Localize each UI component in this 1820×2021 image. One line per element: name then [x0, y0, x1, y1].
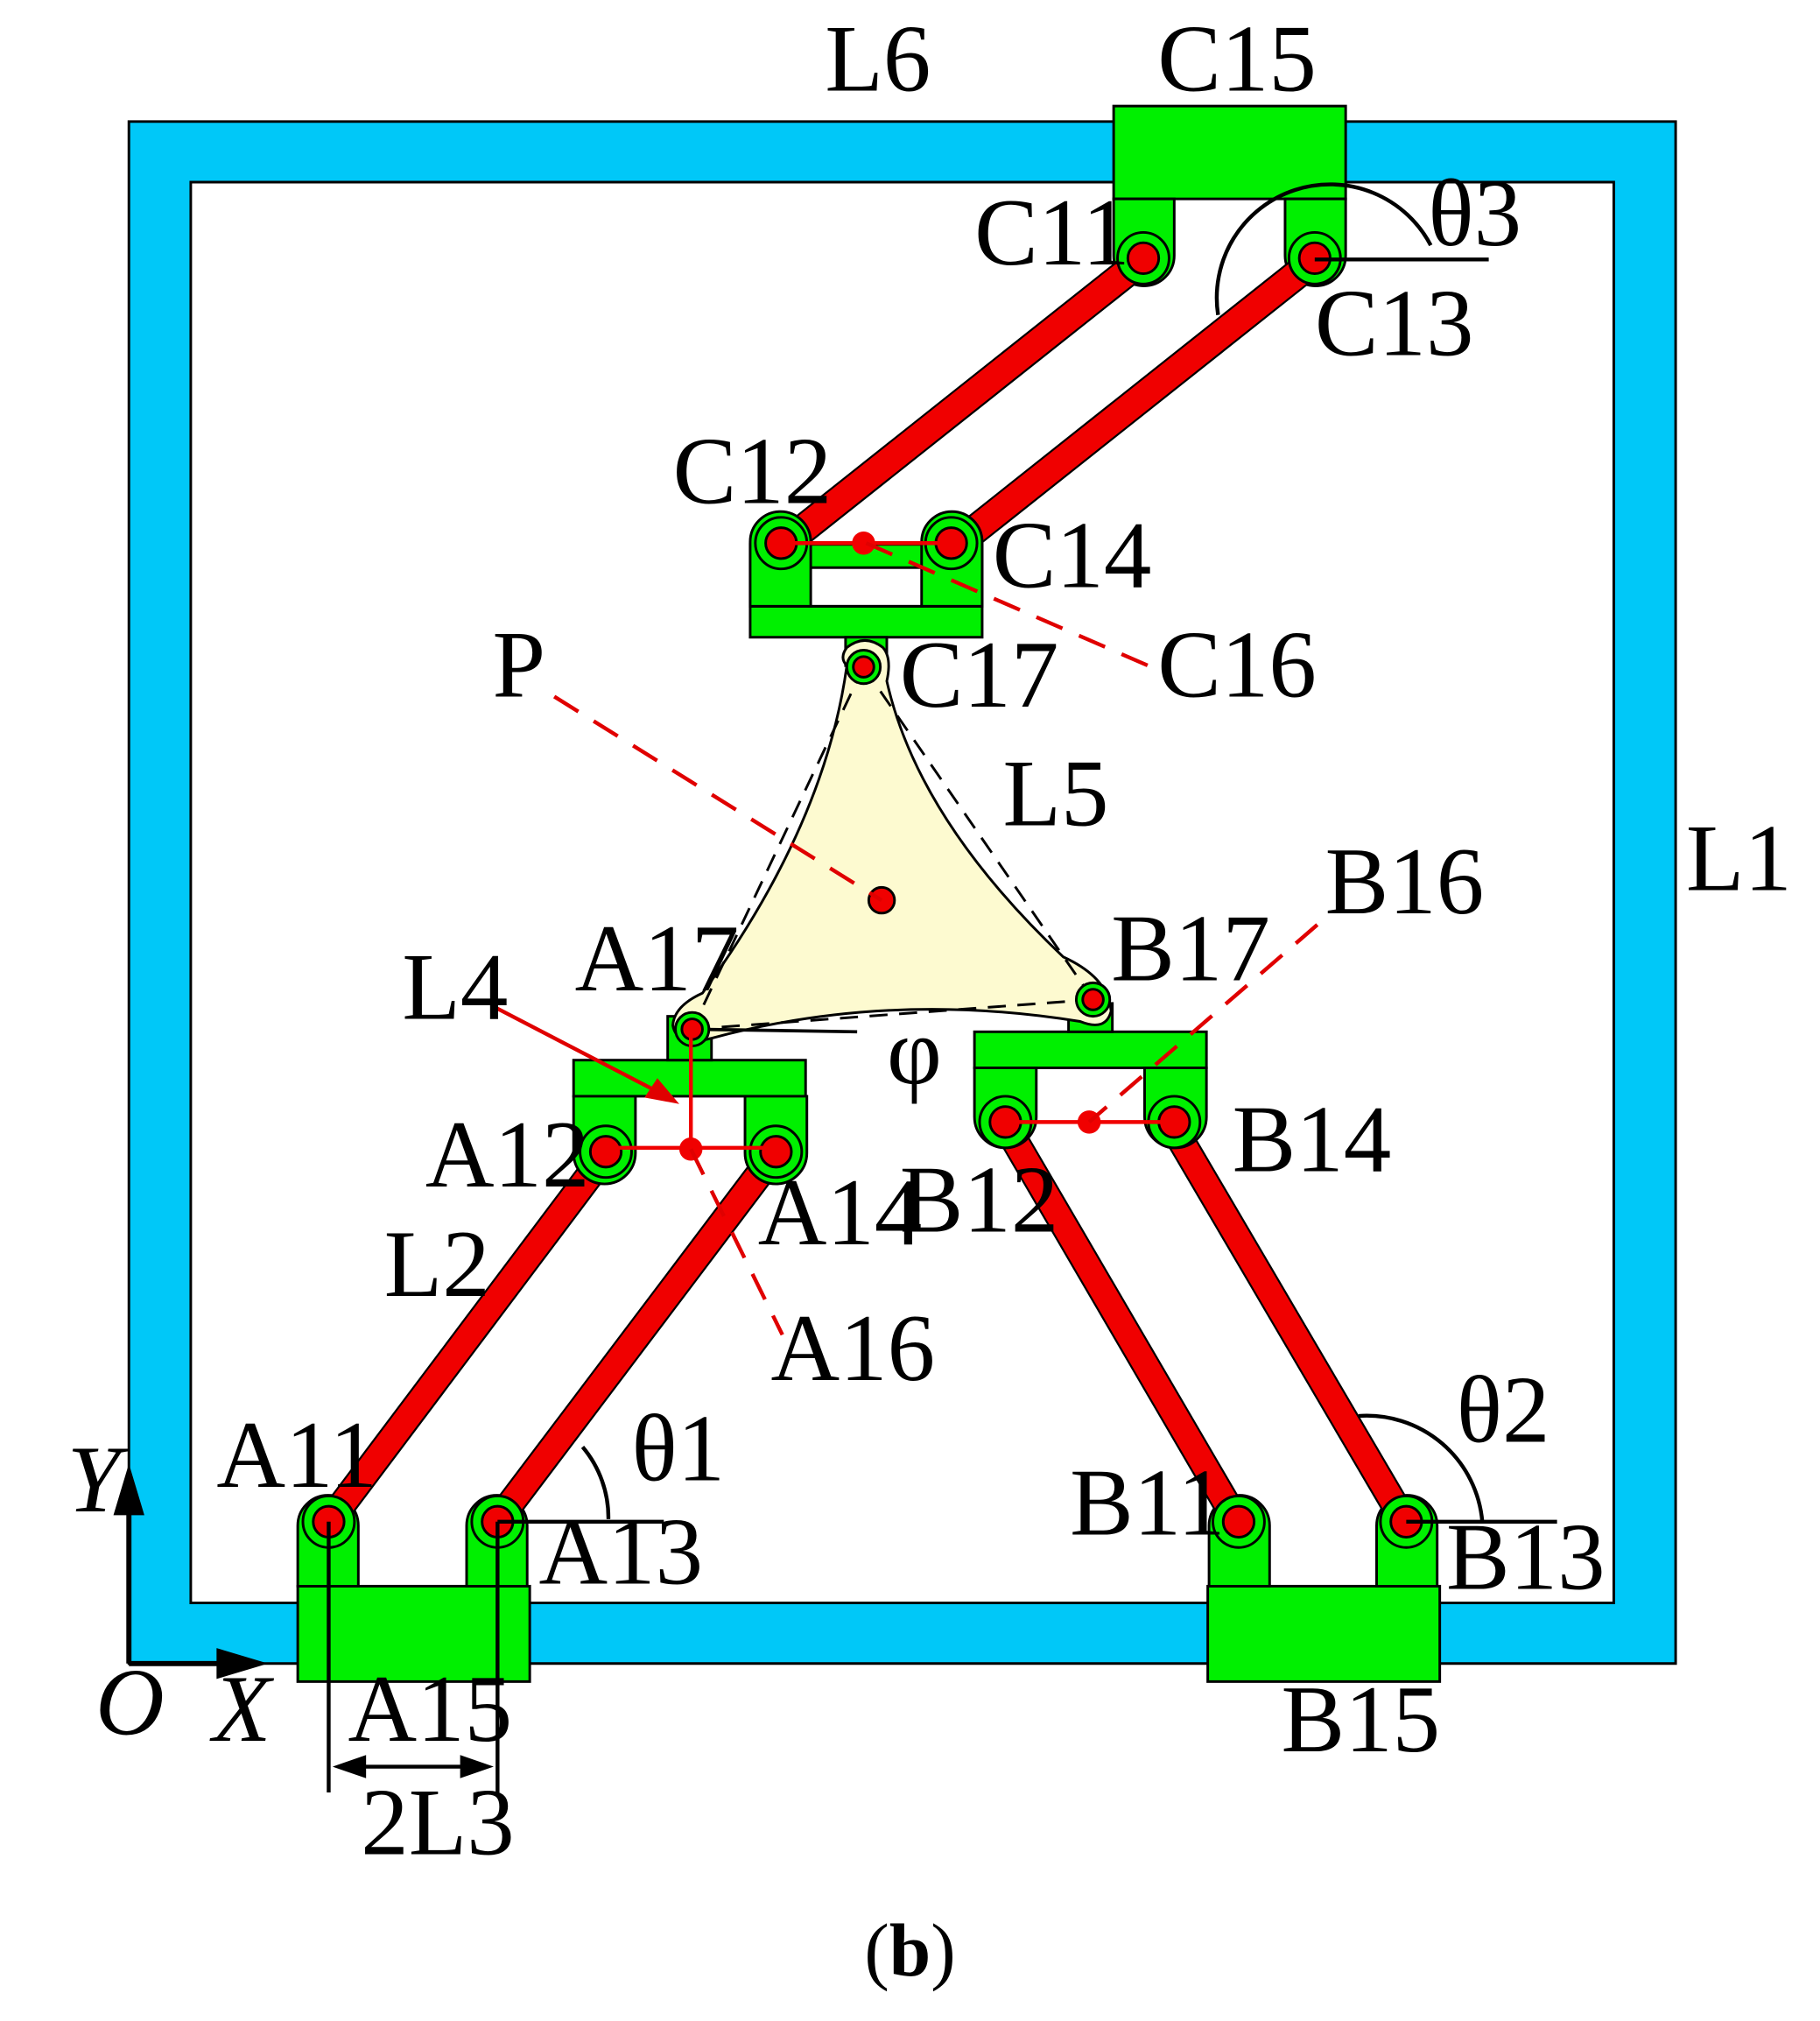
label-a13: A13	[538, 1498, 703, 1604]
label-a12: A12	[425, 1102, 590, 1208]
label-theta3: θ3	[1428, 160, 1521, 266]
label-theta1: θ1	[631, 1396, 725, 1502]
figure-caption: (b)	[864, 1910, 955, 1992]
label-a17: A17	[575, 905, 740, 1011]
label-l6: L6	[825, 5, 931, 111]
caption-letter: b	[889, 1910, 931, 1992]
label-b15: B15	[1282, 1666, 1441, 1772]
label-c12: C12	[673, 419, 833, 525]
label-b13: B13	[1446, 1503, 1606, 1609]
label-l1: L1	[1686, 805, 1792, 911]
phi-indicator	[692, 1027, 858, 1034]
label-c17: C17	[900, 622, 1059, 728]
label-x-axis: X	[209, 1656, 275, 1762]
label-c11: C11	[974, 180, 1130, 285]
label-p: P	[492, 611, 545, 717]
label-b12: B12	[900, 1147, 1059, 1253]
caption-close-paren: )	[931, 1910, 955, 1992]
moving-platform-l5	[671, 638, 1113, 1043]
label-theta2: θ2	[1457, 1357, 1550, 1463]
label-a14: A14	[758, 1159, 923, 1265]
label-b11: B11	[1070, 1450, 1226, 1556]
dashed-leaders	[552, 541, 1319, 1336]
dimension-2l3	[327, 1521, 500, 1792]
label-l5: L5	[1003, 741, 1109, 847]
label-a16: A16	[770, 1295, 935, 1401]
angle-indicators	[497, 182, 1557, 1525]
joints	[301, 230, 1434, 1549]
label-l2: L2	[384, 1211, 490, 1317]
label-2l3: 2L3	[361, 1770, 514, 1876]
coordinate-axes	[113, 1463, 269, 1679]
l4-arrow	[491, 1003, 679, 1104]
label-l4: L4	[402, 934, 508, 1040]
caption-open-paren: (	[864, 1910, 889, 1992]
label-b16: B16	[1325, 828, 1485, 934]
label-b14: B14	[1233, 1086, 1392, 1192]
label-a15: A15	[348, 1656, 513, 1762]
label-phi: φ	[887, 998, 942, 1104]
label-origin: O	[95, 1650, 165, 1756]
label-a11: A11	[216, 1402, 377, 1508]
label-y-axis: Y	[67, 1426, 130, 1532]
label-c13: C13	[1315, 270, 1474, 376]
labels: L6 C15 C11 θ3 C13 C12 C14 C16 C17 P L5 L…	[67, 5, 1792, 1875]
label-c14: C14	[993, 502, 1152, 608]
label-c16: C16	[1157, 611, 1317, 717]
label-b17: B17	[1111, 895, 1270, 1001]
label-c15: C15	[1157, 5, 1317, 111]
